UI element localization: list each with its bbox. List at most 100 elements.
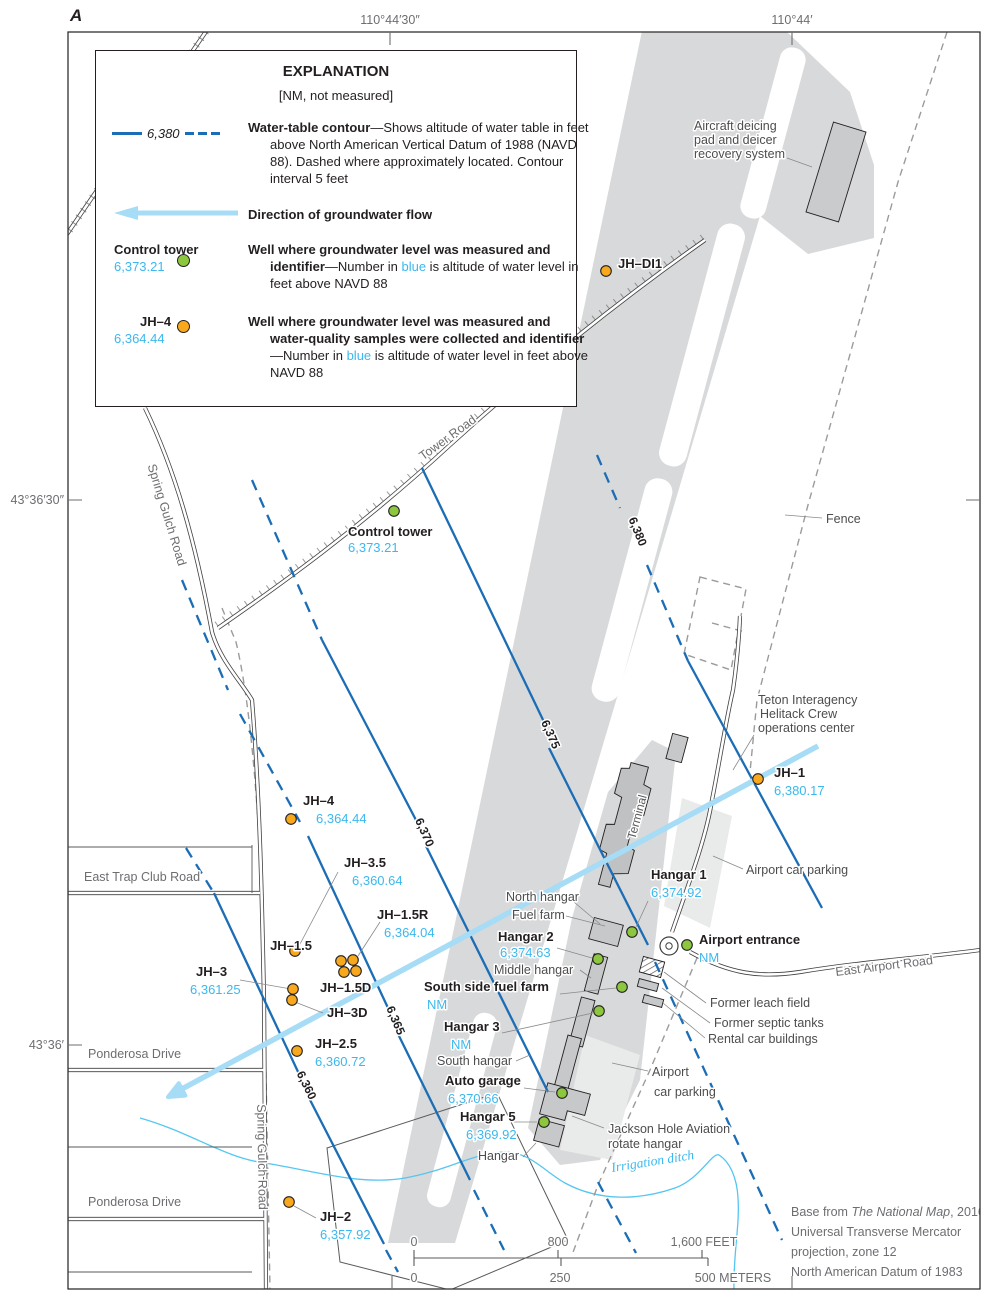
road-label-ponderosa-lower: Ponderosa Drive: [88, 1195, 181, 1209]
auto-garage-rotate-hangar-building: [539, 1082, 591, 1122]
well-measured-desc-pre: —Number in: [324, 259, 402, 274]
well-dot-hangar-5: [538, 1116, 550, 1128]
scale-bar: 0 800 1,600 FEET 0 250 500 METERS: [409, 1234, 773, 1287]
well-value-jh-1-5r: 6,364.04: [384, 925, 435, 940]
credit-line-4: North American Datum of 1983: [791, 1265, 963, 1279]
well-label-jh-1-5: JH–1.5: [270, 938, 312, 953]
well-value-jh-3: 6,361.25: [190, 982, 241, 997]
fence-east: [749, 32, 948, 773]
water-table-contours: [180, 454, 824, 1273]
well-label-hangar-2: Hangar 2: [498, 929, 554, 944]
well-value-hangar-2: 6,374.63: [500, 945, 551, 960]
flow-arrow-svg: [114, 206, 238, 220]
helitack-building: [665, 732, 689, 764]
road-spring-gulch-fill: [143, 407, 268, 1289]
rental-car-building-2: [641, 993, 665, 1009]
well-dot-hangar-1: [626, 926, 638, 938]
graticule-ticks: [68, 32, 980, 1289]
label-fence: Fence: [826, 512, 861, 526]
well-dot-jh-3-5: [289, 945, 301, 957]
well-label-jh-2: JH–2: [320, 1209, 351, 1224]
contour-6360-dashed-lower: [384, 1249, 400, 1273]
map-frame: [67, 31, 981, 1290]
well-measured-dot-icon: [177, 254, 190, 267]
credit-post: , 2016: [950, 1205, 985, 1219]
well-label-auto-garage: Auto garage: [445, 1073, 521, 1088]
well-value-hangar-5: 6,369.92: [466, 1127, 517, 1142]
graticule-label-left-upper: 43°36′30″: [11, 493, 65, 507]
well-dot-hangar-2: [592, 953, 604, 965]
well-dot-airport-entrance: [681, 939, 693, 951]
well-quality-blue-word: blue: [346, 348, 372, 363]
well-quality-example-name: JH–4: [140, 314, 172, 329]
well-quality-desc-post: is altitude of water level in feet above…: [270, 348, 588, 380]
well-measured-description: Well where groundwater level was measure…: [248, 241, 592, 292]
contour-symbol-dash-3: [210, 132, 220, 135]
well-label-jh-di1: JH–DI1: [618, 256, 662, 271]
well-quality-symbol: JH–4 6,364.44: [114, 313, 248, 347]
well-measured-example-value: 6,373.21: [114, 259, 165, 274]
well-value-hangar-3: NM: [451, 1037, 471, 1052]
well-dot-south-side-fuel-farm: [616, 981, 628, 993]
contour-6380-solid: [686, 660, 824, 909]
well-measured-desc-post: is altitude of water level in feet above…: [270, 259, 579, 291]
roundabout-island: [665, 942, 673, 950]
well-dot-jh-1-5-b: [350, 965, 362, 977]
well-dot-hangar-3: [593, 1005, 605, 1017]
wells-orange: [283, 265, 764, 1208]
flow-arrow-shaft: [178, 743, 820, 1093]
credit-pre: Base from: [791, 1205, 851, 1219]
runway-slot: [591, 478, 673, 702]
label-parking-ne: Airport car parking: [746, 863, 848, 877]
credit-line-1: Base from The National Map, 2016: [791, 1205, 985, 1219]
leader-lines: [239, 157, 823, 1219]
explanation-note: [NM, not measured]: [278, 88, 394, 103]
well-label-hangar-5: Hangar 5: [460, 1109, 516, 1124]
graticule-label-left-lower: 43°36′: [29, 1038, 65, 1052]
hatched-building: [638, 955, 666, 979]
well-label-jh-3-5: JH–3.5: [344, 855, 386, 870]
contour-description: Water-table contour—Shows altitude of wa…: [248, 119, 592, 187]
contour-6360-dashed-upper: [185, 847, 213, 891]
flow-arrow-symbol-head: [114, 206, 138, 220]
well-value-south-side-fuel-farm: NM: [427, 997, 447, 1012]
well-value-control-tower: 6,373.21: [348, 540, 399, 555]
label-teton-2: Helitack Crew: [760, 707, 838, 721]
rental-car-building-1: [636, 977, 660, 993]
well-value-jh-3-5: 6,360.64: [352, 873, 403, 888]
well-value-jh-2: 6,357.92: [320, 1227, 371, 1242]
field-outline-jh2: [326, 1092, 569, 1289]
label-hangar-word: Hangar: [478, 1149, 519, 1163]
fence-west: [221, 607, 271, 1289]
well-label-jh-3: JH–3: [196, 964, 227, 979]
road-fills: [68, 32, 980, 1289]
flow-arrow-symbol: [112, 206, 242, 220]
label-jha-2: rotate hangar: [608, 1137, 682, 1151]
label-deicer-2: pad and deicer: [694, 133, 777, 147]
label-rental: Rental car buildings: [708, 1032, 818, 1046]
well-dot-jh-1-5d: [338, 966, 350, 978]
contour-6360-solid: [212, 892, 386, 1245]
runway-slot: [659, 223, 745, 467]
runway-slot: [426, 1012, 498, 1208]
well-dot-control-tower: [388, 505, 400, 517]
label-leach: Former leach field: [710, 996, 810, 1010]
well-dot-jh-4: [285, 813, 297, 825]
annotation-labels: Aircraft deicing pad and deicer recovery…: [436, 118, 863, 1177]
well-label-jh-1-5d: JH–1.5D: [320, 980, 371, 995]
label-teton-1: Teton Interagency: [758, 693, 858, 707]
label-septic: Former septic tanks: [714, 1016, 824, 1030]
credit-italic: The National Map: [851, 1205, 950, 1219]
well-measured-blue-word: blue: [401, 259, 427, 274]
contour-symbol-solid-line: [112, 132, 142, 135]
well-label-jh-1: JH–1: [774, 765, 805, 780]
well-quality-description: Well where groundwater level was measure…: [248, 313, 592, 381]
scale-meters-0: 0: [411, 1271, 418, 1285]
well-dot-jh-2: [283, 1196, 295, 1208]
scale-meters-mid: 250: [550, 1271, 571, 1285]
graticule: 110°44′30″ 110°44′ 43°36′30″ 43°36′: [11, 13, 980, 1289]
road-label-ponderosa-upper: Ponderosa Drive: [88, 1047, 181, 1061]
road-east-airport-fill: [689, 948, 980, 976]
well-label-jh-4: JH–4: [303, 793, 335, 808]
deicing-pad: [805, 121, 867, 223]
